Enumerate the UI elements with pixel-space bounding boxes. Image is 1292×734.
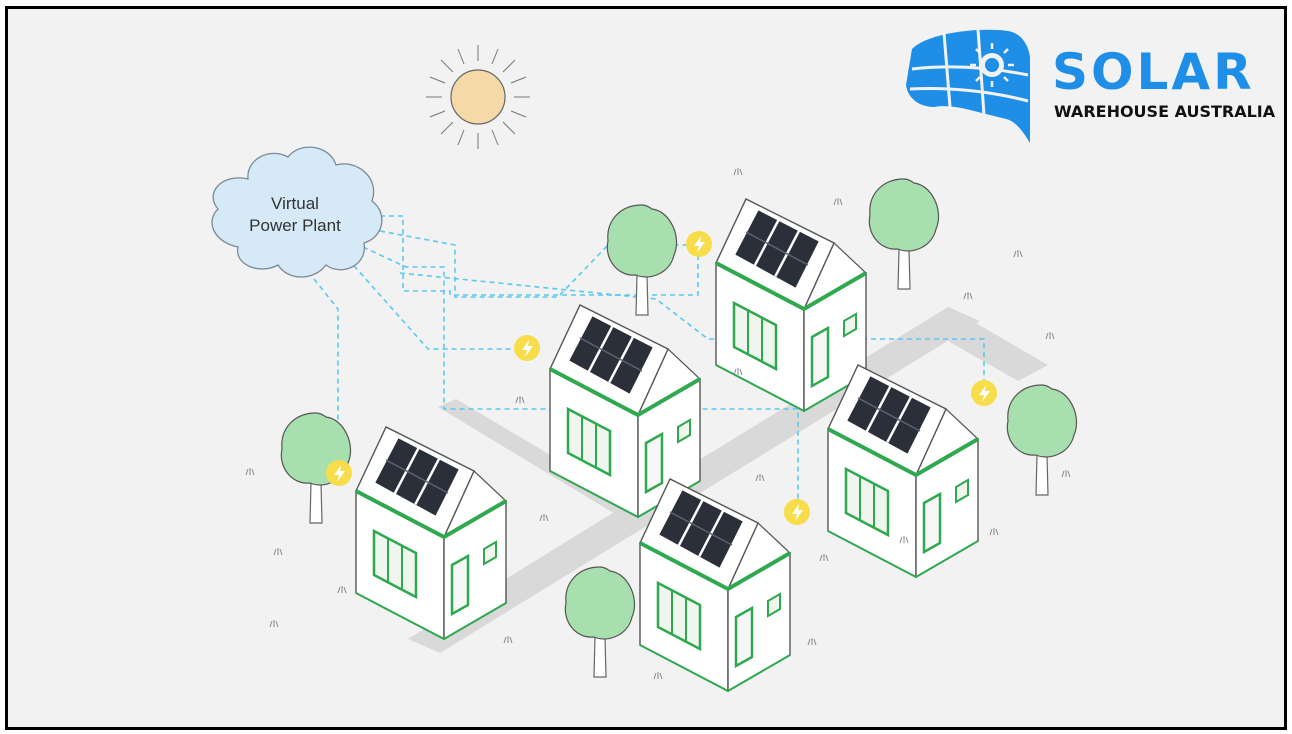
sun-icon (426, 45, 530, 149)
house-icon (638, 477, 792, 693)
tree-icon (606, 204, 678, 316)
house-icon (354, 425, 508, 641)
lightning-icon (971, 380, 997, 406)
lightning-icon (514, 335, 540, 361)
cloud-icon (211, 146, 383, 278)
lightning-icon (784, 499, 810, 525)
house-icon (826, 363, 980, 579)
cloud-label-line2: Power Plant (249, 216, 341, 235)
lightning-icon (686, 231, 712, 257)
logo-wordmark: SOLAR (1052, 43, 1255, 101)
logo-tagline: WAREHOUSE AUSTRALIA (1054, 102, 1276, 121)
cloud-label-line1: Virtual (271, 194, 319, 213)
house-icon (714, 197, 868, 413)
tree-icon (564, 566, 636, 678)
tree-icon (1006, 384, 1078, 496)
tree-icon (868, 178, 940, 290)
lightning-icon (326, 460, 352, 486)
solar-logo-icon (906, 28, 1030, 143)
diagram-frame: Virtual Power Plant (5, 6, 1287, 730)
grass-tufts (245, 168, 1071, 680)
vpp-diagram: Virtual Power Plant (211, 28, 1276, 693)
